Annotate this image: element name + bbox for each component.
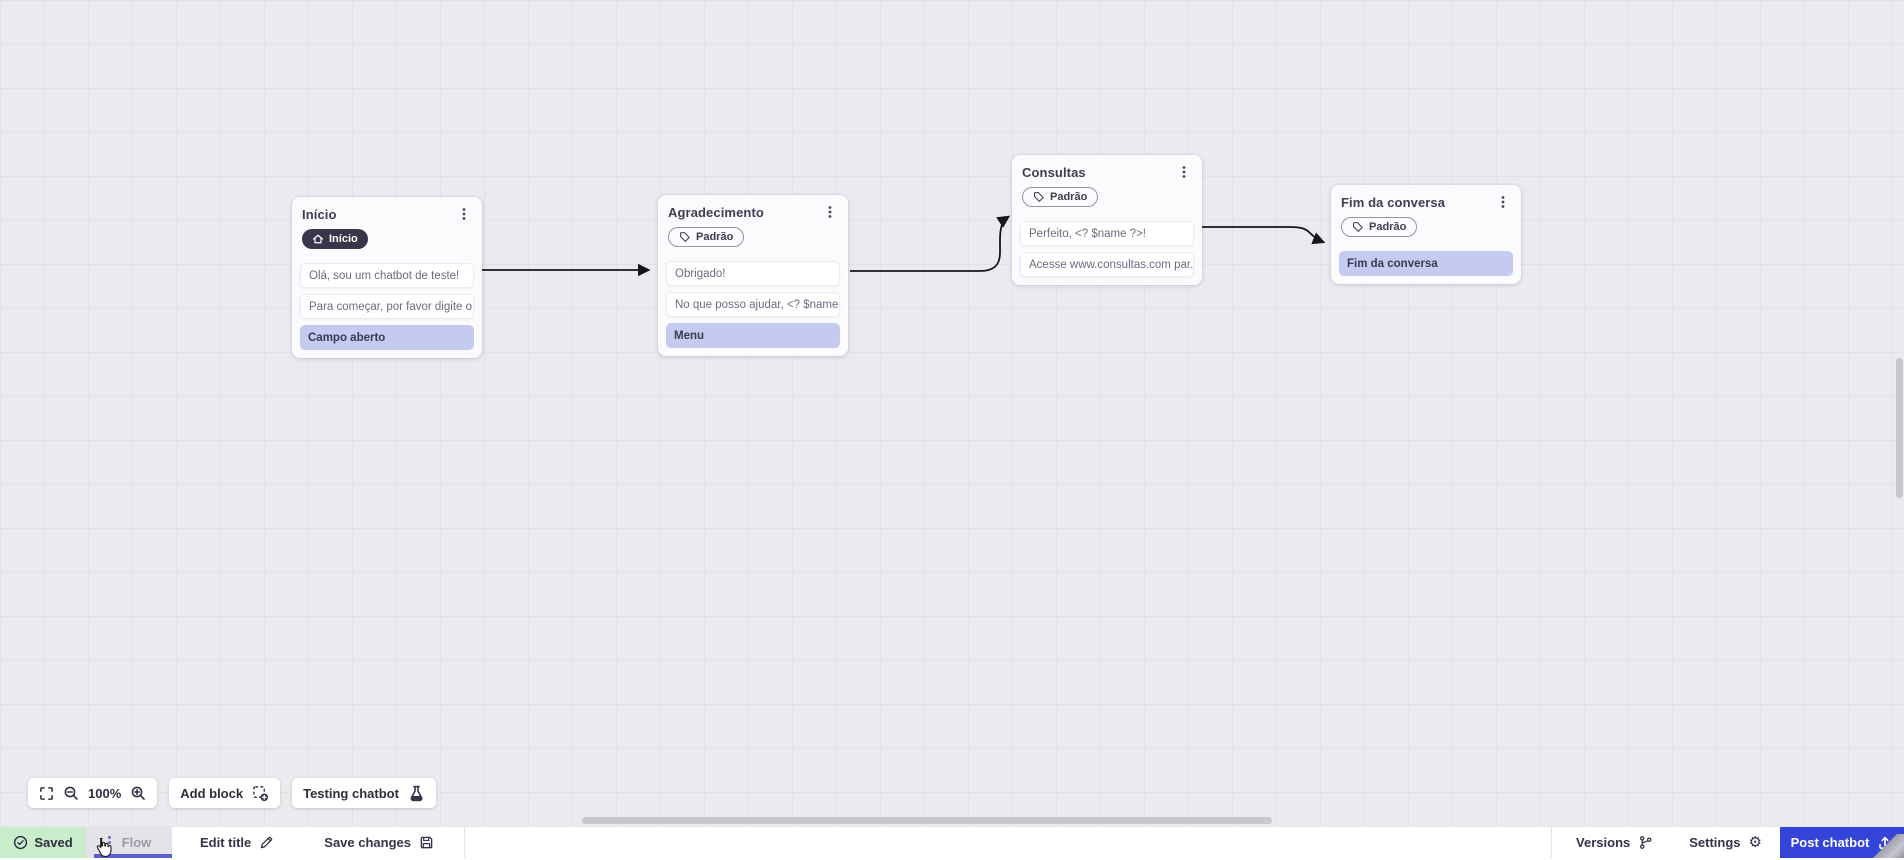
grip-dots-icon [107,835,112,850]
node-title: Fim da conversa [1341,195,1445,210]
vertical-scrollbar[interactable] [1896,358,1903,498]
save-changes-button[interactable]: Save changes [310,827,448,858]
divider [1551,827,1552,858]
check-circle-icon [13,835,28,850]
node-menu-button[interactable] [822,204,838,220]
wire-consultas-fim [1202,227,1323,242]
git-branch-icon [1638,835,1653,850]
flow-node-agradecimento[interactable]: Agradecimento Padrão Obrigado! No que po… [658,195,848,356]
padrao-badge: Padrão [1022,187,1098,207]
zoom-controls: 100% [28,778,157,808]
settings-button[interactable]: Settings ⚙ [1671,827,1780,858]
zoom-in-button[interactable] [130,785,146,801]
saved-status: Saved [0,827,86,858]
node-title: Início [302,207,337,222]
saved-label: Saved [34,835,72,850]
start-badge: Início [302,229,368,249]
message-card[interactable]: Olá, sou um chatbot de teste! [300,263,474,288]
settings-label: Settings [1689,835,1740,850]
bar-spacer [471,827,1545,858]
message-card[interactable]: No que posso ajudar, <? $name ... [666,292,840,317]
badge-label: Início [329,233,358,245]
message-card[interactable]: Perfeito, <? $name ?>! [1020,221,1194,246]
action-card[interactable]: Campo aberto [300,325,474,350]
action-card[interactable]: Fim da conversa [1339,251,1513,276]
kebab-dots-icon [1496,195,1510,209]
action-card[interactable]: Menu [666,323,840,348]
gear-icon: ⚙ [1749,835,1762,850]
flow-node-consultas[interactable]: Consultas Padrão Perfeito, <? $name ?>! … [1012,155,1202,285]
bottom-app-bar: Saved Flow Edit title Save changes Versi… [0,826,1904,858]
tag-icon [1033,191,1045,203]
edit-title-label: Edit title [200,835,251,850]
home-icon [312,233,324,245]
node-menu-button[interactable] [456,206,472,222]
fullscreen-icon [39,786,54,801]
zoom-out-button[interactable] [63,785,79,801]
zoom-in-icon [130,785,146,801]
tab-flow[interactable]: Flow [86,827,172,858]
add-block-button[interactable]: Add block [169,778,280,808]
add-block-label: Add block [180,786,243,801]
save-changes-label: Save changes [324,835,411,850]
flow-node-fim-da-conversa[interactable]: Fim da conversa Padrão Fim da conversa [1331,185,1521,284]
post-chatbot-label: Post chatbot [1791,835,1870,850]
badge-label: Padrão [1369,221,1406,233]
flow-node-inicio[interactable]: Início Início Olá, sou um chatbot de tes… [292,197,482,358]
testing-chatbot-button[interactable]: Testing chatbot [292,778,436,808]
canvas-toolbar: 100% Add block Testing chatbot [28,778,436,808]
versions-label: Versions [1576,835,1630,850]
post-chatbot-button[interactable]: Post chatbot [1780,827,1904,858]
message-card[interactable]: Acesse www.consultas.com par... [1020,252,1194,277]
badge-label: Padrão [696,231,733,243]
versions-button[interactable]: Versions [1558,827,1671,858]
add-block-icon [252,785,269,802]
badge-label: Padrão [1050,191,1087,203]
node-menu-button[interactable] [1176,164,1192,180]
divider [464,827,465,858]
edit-title-button[interactable]: Edit title [186,827,288,858]
active-tab-underline [94,854,172,858]
kebab-dots-icon [823,205,837,219]
tag-icon [679,231,691,243]
corner-wedge [1870,834,1904,858]
node-title: Agradecimento [668,205,764,220]
horizontal-scrollbar[interactable] [582,817,1272,824]
flask-icon [408,785,425,802]
padrao-badge: Padrão [1341,217,1417,237]
node-title: Consultas [1022,165,1086,180]
zoom-out-icon [63,785,79,801]
padrao-badge: Padrão [668,227,744,247]
floppy-icon [419,835,434,850]
kebab-dots-icon [1177,165,1191,179]
message-card[interactable]: Obrigado! [666,261,840,286]
node-menu-button[interactable] [1495,194,1511,210]
testing-chatbot-label: Testing chatbot [303,786,399,801]
message-card[interactable]: Para começar, por favor digite o ... [300,294,474,319]
kebab-dots-icon [457,207,471,221]
flow-tab-label: Flow [122,835,152,850]
wire-agradecimento-consultas [850,217,1008,271]
fullscreen-button[interactable] [39,786,54,801]
pencil-icon [259,835,274,850]
zoom-level: 100% [88,786,121,801]
tag-icon [1352,221,1364,233]
